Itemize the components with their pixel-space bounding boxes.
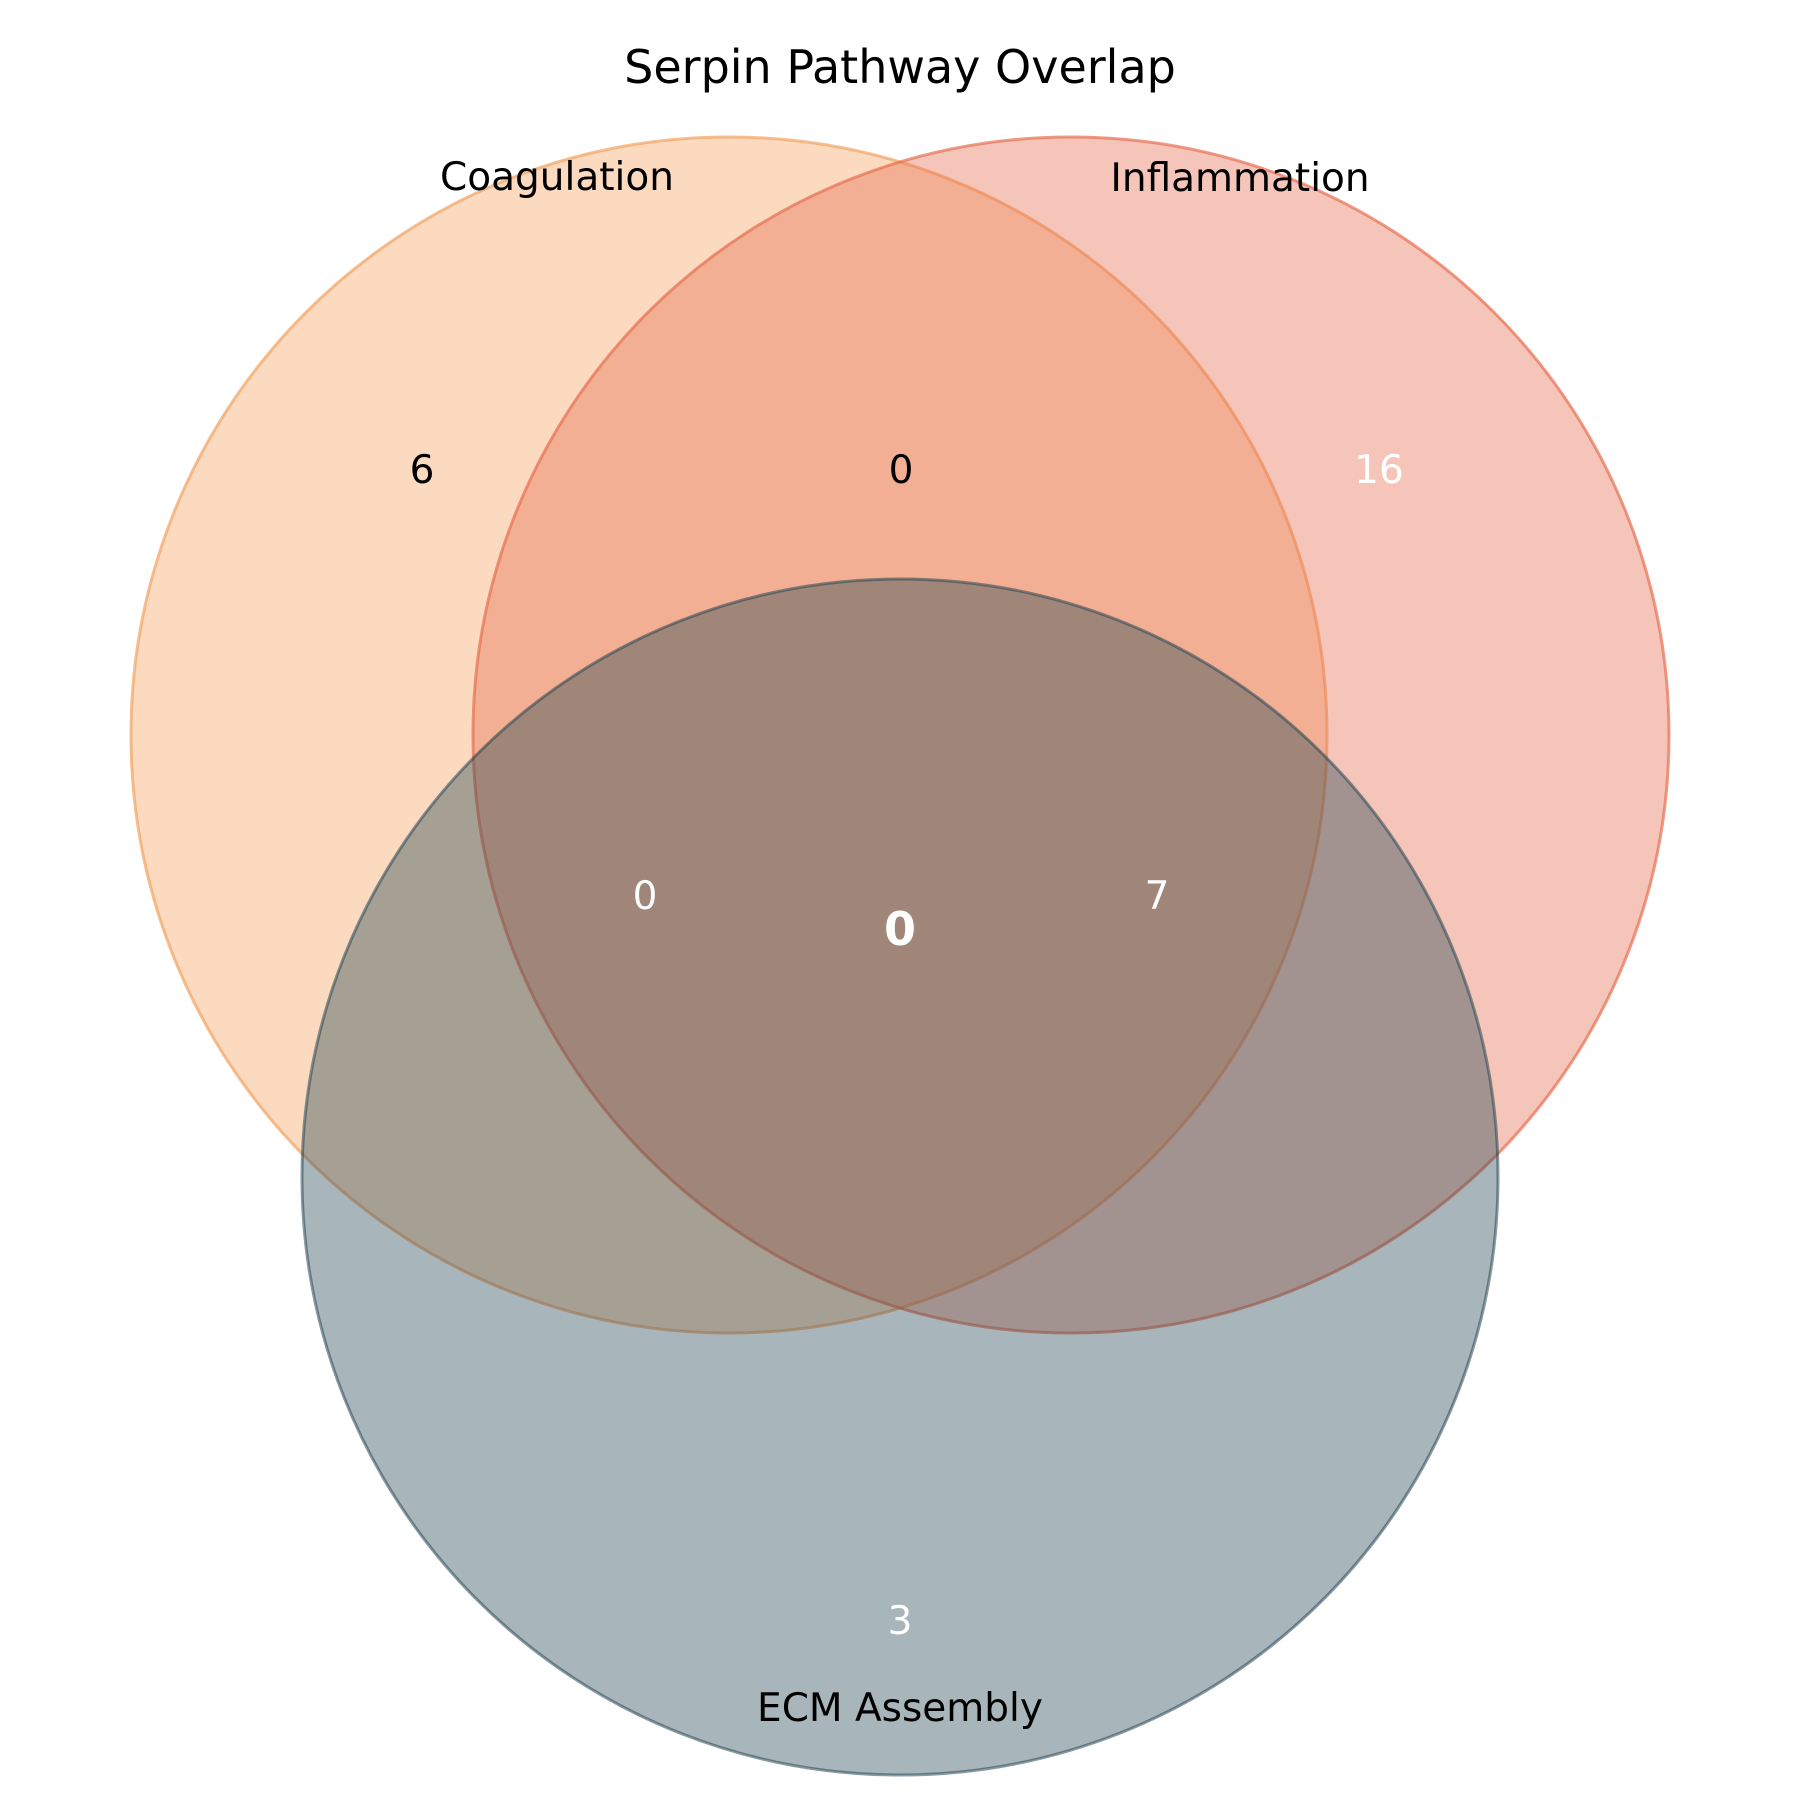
ecm-assembly-label: ECM Assembly [757, 1686, 1043, 1731]
coagulation-label: Coagulation [440, 155, 674, 200]
inflammation-circle [471, 135, 1671, 1335]
coagulation-circle [129, 135, 1329, 1335]
all-three-count: 0 [884, 902, 916, 956]
ecm-only-count: 3 [888, 1599, 913, 1644]
coagulation-only-count: 6 [410, 448, 435, 493]
ecm-assembly-circle [300, 577, 1500, 1777]
inflam-ecm-count: 7 [1145, 874, 1170, 919]
coag-inflam-count: 0 [889, 448, 914, 493]
coag-ecm-count: 0 [633, 874, 658, 919]
inflammation-label: Inflammation [1110, 156, 1369, 201]
inflammation-only-count: 16 [1354, 448, 1404, 493]
chart-title: Serpin Pathway Overlap [624, 40, 1176, 94]
set-circles [129, 135, 1671, 1777]
region-counts: 6 0 16 0 0 7 3 [410, 448, 1404, 1644]
